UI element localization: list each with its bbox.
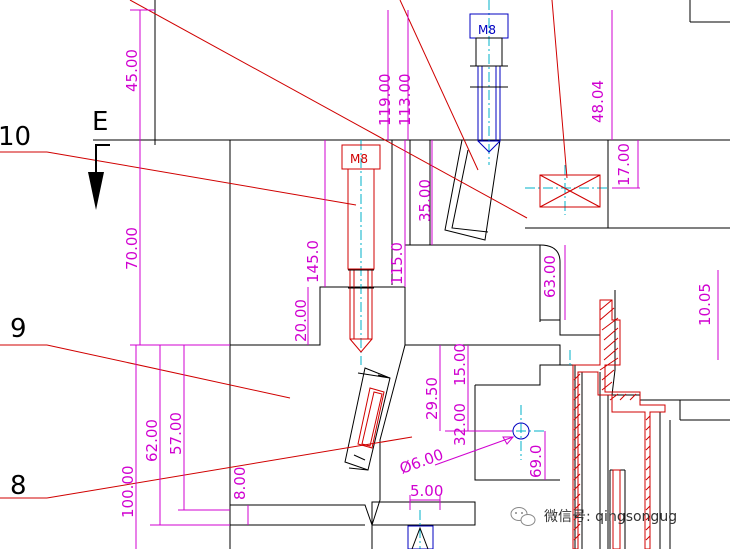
dim-8: 8.00	[231, 467, 249, 500]
dim-48: 48.04	[589, 80, 607, 123]
dim-35: 35.00	[416, 179, 434, 222]
section-mark-label: E	[92, 107, 108, 137]
dim-100: 100.00	[119, 466, 137, 519]
dim-17: 17.00	[615, 143, 633, 186]
part-hatching	[572, 299, 666, 549]
upper-screw	[469, 13, 509, 153]
callout-part-8: 8	[10, 471, 27, 501]
hole-circle	[512, 422, 530, 440]
dim-145: 145.0	[304, 240, 322, 283]
wear-plate	[357, 387, 385, 449]
dim-45: 45.00	[123, 49, 141, 92]
dim-57: 57.00	[167, 412, 185, 455]
callout-part-10: 10	[0, 122, 31, 152]
watermark: 微信号: qingsongug	[510, 507, 677, 526]
dim-15: 15.00	[451, 343, 469, 386]
upper-screw-label: M8	[478, 23, 496, 37]
bottom-screw	[407, 525, 434, 549]
watermark-text: 微信号: qingsongug	[544, 509, 677, 525]
dim-32: 32.00	[451, 403, 469, 446]
dim-29-5: 29.50	[423, 377, 441, 420]
dim-115: 115.0	[388, 242, 406, 285]
lower-screw	[341, 144, 381, 353]
dim-62: 62.00	[143, 419, 161, 462]
section-mark: E	[88, 107, 110, 210]
dim-5: 5.00	[410, 482, 443, 500]
dimension-lines	[130, 9, 719, 549]
wechat-icon	[510, 507, 536, 526]
dim-phi6: Ø6.00	[397, 445, 446, 477]
dim-69: 69.0	[527, 445, 545, 478]
leader-lines	[0, 0, 568, 499]
spring-box	[539, 174, 601, 208]
dim-20: 20.00	[292, 299, 310, 342]
dim-113: 113.00	[396, 74, 414, 127]
dim-10-05: 10.05	[696, 283, 714, 326]
dim-70: 70.00	[123, 227, 141, 270]
callout-part-9: 9	[10, 314, 27, 344]
lower-screw-label: M8	[350, 152, 368, 166]
dim-119: 119.00	[376, 74, 394, 127]
dim-63: 63.00	[541, 255, 559, 298]
